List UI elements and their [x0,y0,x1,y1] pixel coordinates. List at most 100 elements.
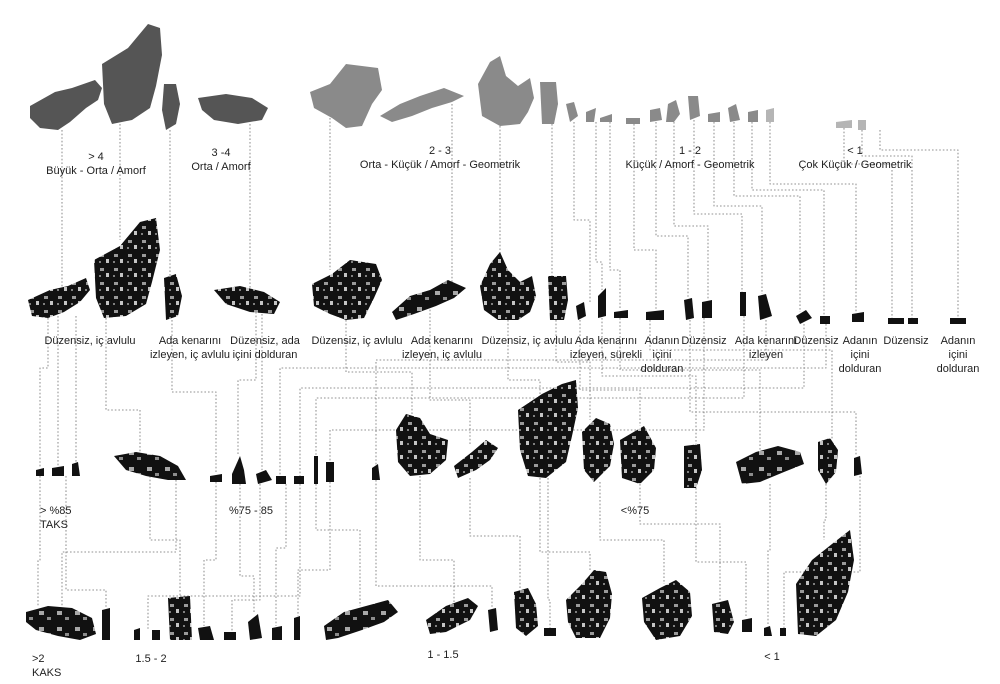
connector-line [751,122,825,316]
connector-line [61,480,177,606]
connector-line [693,120,743,292]
parcel-r2-15 [740,292,746,316]
connector-line [279,324,827,476]
row4-parcel-plans [26,530,854,640]
connector-line [649,320,833,440]
parcel-r3-13 [396,414,448,476]
parcel-r2-16 [758,294,772,320]
parcel-r2-2 [94,218,160,318]
parcel-r2-1 [28,278,90,318]
parcel-r2-8 [548,276,568,320]
parcel-r4-20 [764,626,772,636]
shape-r1-10 [586,108,596,122]
parcel-r4-9 [272,626,282,640]
r4-label-3: 1 - 1.5 [418,648,468,662]
r3-label-3: <%75 [610,504,660,518]
r1-group-2-label: 3 -4 Orta / Amorf [176,146,266,174]
parcel-r4-18 [712,600,734,634]
parcel-r4-3 [134,628,140,640]
parcel-r3-2 [52,466,64,476]
parcel-r4-6 [198,626,214,640]
connector-line [171,320,217,474]
connector-line [469,478,521,588]
connector-line [147,484,301,630]
parcel-r4-13 [488,608,498,632]
r2-label-6: Düzensiz, iç avlulu [472,334,582,348]
parcel-r4-10 [294,616,300,640]
r1-group-2-desc: Orta / Amorf [191,161,251,173]
connector-line [639,484,721,600]
r2-label-9-line-1: Düzensiz [681,335,727,347]
connector-line [547,478,551,628]
parcel-r3-1 [36,468,44,476]
connector-line [695,488,747,618]
connector-line [297,482,331,616]
parcel-r2-17 [796,310,812,324]
shape-r1-21 [858,120,866,130]
connector-line [713,122,763,294]
parcel-r3-8 [276,476,286,484]
connector-line [733,122,801,312]
parcel-r3-19 [736,446,804,484]
parcel-r2-4 [214,286,280,314]
r3-label-1: > %85 TAKS [40,504,100,532]
connector-line [655,122,689,298]
connector-line [149,476,181,596]
r2-label-8: Adanın içini dolduran [634,334,690,376]
connector-line [315,484,361,606]
parcel-r3-17 [620,426,656,484]
r4-label-2-line-1: 1.5 - 2 [135,653,167,665]
r3-label-3-line-1: <%75 [620,505,650,517]
parcel-r4-19 [742,618,752,632]
r3-label-1-line-2: TAKS [40,519,68,531]
parcel-r3-16 [582,418,614,482]
shape-r1-15 [688,96,700,120]
r2-label-14-line-1: Adanın [940,335,976,347]
r2-label-12-line-2: içini [850,349,870,361]
connector-line [299,324,805,476]
parcel-r2-13 [684,298,694,320]
connector-line [345,320,413,414]
shape-r1-11 [600,114,612,122]
connector-line [65,476,107,608]
r4-label-1-line-1: >2 [32,653,45,665]
r4-label-1: >2 KAKS [32,652,92,680]
shape-r1-20 [836,120,852,128]
parcel-r3-18 [684,444,702,488]
connector-line [275,484,287,626]
r2-label-7-line-1: Ada kenarını [574,335,638,347]
parcel-r2-22 [950,318,966,324]
shape-r1-13 [650,108,662,122]
r2-label-4-line-1: Düzensiz, iç avlulu [311,335,403,347]
r1-group-1-desc: Büyük - Orta / Amorf [46,165,146,177]
connector-line [599,482,665,584]
r2-label-7: Ada kenarını izleyen, sürekli [562,334,650,362]
r2-label-14-line-2: içini [948,349,968,361]
connector-line [573,122,591,302]
parcel-r2-6 [392,280,466,320]
connector-line [579,320,641,426]
connector-line [105,318,141,452]
r2-label-3-line-1: Düzensiz, ada [230,335,300,347]
r2-label-5: Ada kenarını izleyen, iç avlulu [392,334,492,362]
parcel-r4-21 [780,628,786,636]
r2-label-14: Adanın içini dolduran [930,334,986,376]
shape-r1-8 [540,82,558,124]
connector-line [619,318,761,452]
r1-group-4-desc: Küçük / Amorf - Geometrik [625,159,755,171]
r2-label-1-line-1: Düzensiz, iç avlulu [44,335,136,347]
r3-label-1-line-1: > %85 [40,505,72,517]
r4-label-2: 1.5 - 2 [126,652,176,666]
parcel-r4-5 [168,596,192,640]
parcel-r3-10 [314,456,318,484]
r2-label-12-line-3: dolduran [838,363,882,375]
r1-group-3-label: 2 - 3 Orta - Küçük / Amorf - Geometrik [350,144,530,172]
shape-r1-3 [162,84,180,130]
row2-parcel-plans [28,218,966,324]
connector-line [375,480,493,608]
parcel-r2-10 [598,288,606,318]
r2-label-13-line-1: Düzensiz [883,335,929,347]
parcel-r2-18 [820,316,830,324]
connector-line [601,318,697,446]
